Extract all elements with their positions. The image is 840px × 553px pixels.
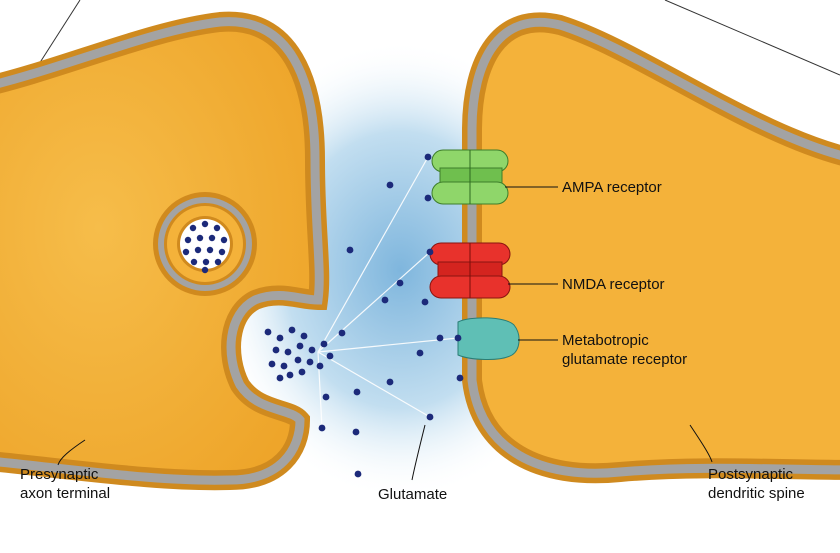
label-ampa: AMPA receptor [562,179,662,196]
vesicle-glutamate [189,224,197,232]
vesicle-glutamate [213,224,221,232]
vesicle-glutamate [201,220,209,228]
glutamate-molecule [288,326,296,334]
glutamate-molecule [272,346,280,354]
label-postsynaptic-line2: dendritic spine [708,485,805,502]
label-nmda: NMDA receptor [562,276,665,293]
glutamate-molecule [456,374,464,382]
glutamate-molecule [424,194,432,202]
glutamate-molecule [352,428,360,436]
vesicle-glutamate [182,248,190,256]
glutamate-molecule [426,248,434,256]
glutamate-molecule [421,298,429,306]
vesicle-glutamate [214,258,222,266]
vesicle-glutamate [190,258,198,266]
label-metabotropic: Metabotropic glutamate receptor [562,331,687,369]
glutamate-molecule [298,368,306,376]
glutamate-molecule [353,388,361,396]
glutamate-molecule [346,246,354,254]
glutamate-molecule [326,352,334,360]
diffusion-lines [317,156,459,429]
glutamate-molecule [386,378,394,386]
glutamate-molecule [320,340,328,348]
glutamate-molecule [318,424,326,432]
glutamate-molecule [322,393,330,401]
vesicle-glutamate [184,236,192,244]
glutamate-molecule [316,362,324,370]
label-glutamate: Glutamate [378,486,448,503]
glutamate-molecule [424,153,432,161]
glutamate-molecule [300,332,308,340]
glutamate-molecule [280,362,288,370]
glutamate-molecule [306,358,314,366]
glutamate-molecule [264,328,272,336]
vesicle-glutamate [194,246,202,254]
label-presynaptic: Presynaptic axon terminal [20,465,110,503]
label-metabotropic-line1: Metabotropic [562,332,649,349]
vesicle-glutamate [206,246,214,254]
glutamate-molecule [286,371,294,379]
vesicle-glutamate [220,236,228,244]
glutamate-molecule [381,296,389,304]
vesicle-glutamate [208,234,216,242]
glutamate-molecule [416,349,424,357]
label-presynaptic-line1: Presynaptic [20,466,99,483]
glutamate-molecule [338,329,346,337]
edge-line-right [664,0,840,76]
label-metabotropic-line2: glutamate receptor [562,351,688,368]
label-postsynaptic: Postsynaptic dendritic spine [708,465,805,503]
diffusion-line [317,337,459,353]
glutamate-molecule [454,334,462,342]
diffusion-line [317,156,429,353]
glutamate-molecule [276,334,284,342]
glutamate-molecule [354,470,362,478]
glutamate-molecule [296,342,304,350]
glutamate-molecules [264,153,464,478]
glutamate-molecule [268,360,276,368]
diffusion-line [317,351,431,418]
label-presynaptic-line2: axon terminal [20,485,111,502]
glutamate-molecule [426,413,434,421]
vesicle-glutamate [201,266,209,274]
glutamate-molecule [436,334,444,342]
glutamate-molecule [294,356,302,364]
glutamate-molecule [396,279,404,287]
ampa-receptor-shape [431,149,509,205]
vesicle-glutamate [202,258,210,266]
diffusion-line [317,251,431,353]
label-pointers [57,186,713,481]
glutamate-molecule [386,181,394,189]
nmda-receptor-shape [429,242,511,299]
metabotropic-receptor-shape [457,317,520,360]
label-postsynaptic-line1: Postsynaptic [708,466,794,483]
synaptic-vesicle [153,192,257,296]
glutamate-molecule [276,374,284,382]
glutamate-molecule [308,346,316,354]
postsynaptic-spine [462,12,840,484]
glutamate-molecule [284,348,292,356]
vesicle-glutamate [218,248,226,256]
vesicle-glutamate [196,234,204,242]
